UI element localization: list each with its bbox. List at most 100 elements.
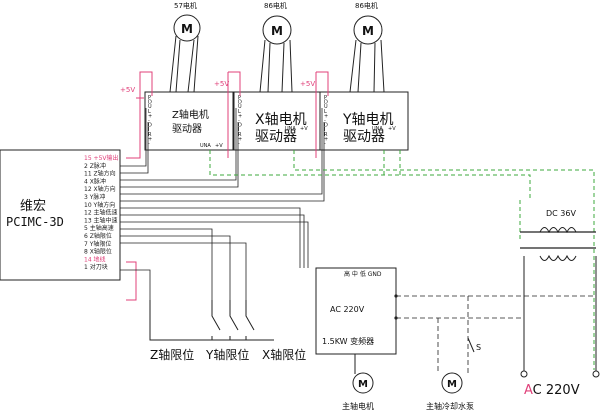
controller-pin-1: 15 +5V输出 [84,154,119,162]
plus5v-feeds [126,71,329,301]
controller-pin-11: 6 Z轴限位 [84,232,112,240]
driver-x-pins-letter-10: + [238,136,242,142]
driver-y-pins-letter-8: I [324,127,325,133]
driver-z-pins-letter-10: + [148,136,152,142]
pump-motor-label: 主轴冷却水泵 [426,401,474,411]
inverter-ac-label: AC 220V [330,305,365,314]
controller-title-line2: PCIMC-3D [6,215,64,229]
driver-x-pins-letter-11: - [238,141,240,147]
driver-z-bottom-pin-2: +V [215,143,223,149]
ground-wires [209,150,595,370]
signal-wires [120,108,325,300]
plus5v-label-y: +5V [300,80,315,88]
limit-y-label: Y轴限位 [205,347,249,362]
driver-x-title2: 驱动器 [255,129,297,145]
motor-z-label: 57电机 [174,1,197,10]
driver-x-pins-letter-8: I [238,127,239,133]
driver-y-pins-letter-1: P [324,95,327,101]
inverter-block: 高 中 低 GND AC 220V 1.5KW 变频器 [315,267,398,355]
motor-z: 57电机 M [169,1,201,93]
driver-x-pins-letter-9: R [238,132,242,138]
pump-switch-label: S [476,343,481,352]
controller-pin-6: 3 Y脉冲 [84,193,105,201]
limit-x-label: X轴限位 [262,347,306,362]
controller-pin-15: 1 对刀块 [84,263,108,271]
motor-z-symbol: M [181,22,193,36]
driver-z-pins-letter-2: D [148,100,152,106]
motor-x-symbol: M [271,24,283,38]
driver-x-bottom-pin-1: UNA [285,126,296,132]
controller-title-line1: 维宏 [20,199,46,214]
driver-z-title2: 驱动器 [172,123,202,135]
controller-pin-7: 10 Y轴方向 [84,201,115,209]
driver-y-pins-letter-2: D [324,100,328,106]
driver-y-pins-letter-5: + [324,113,328,119]
motor-y: 86电机 M [349,1,385,93]
motor-y-symbol: M [362,24,374,38]
driver-y-title2: 驱动器 [343,129,385,145]
driver-y-pins-letter-6: - [324,118,326,124]
driver-x-pins-letter-2: D [238,100,242,106]
inverter-top-label: 高 中 低 GND [344,270,382,278]
inverter-ac-wires [396,295,596,374]
driver-x-pins-letter-1: P [238,95,241,101]
driver-y-pins-letter-10: + [324,136,328,142]
limit-z-label: Z轴限位 [150,347,194,362]
controller-pin-14: 14 地线 [84,255,106,263]
controller-pin-12: 7 Y轴限位 [84,240,111,248]
driver-z-pins-letter-1: P [148,95,151,101]
motor-y-label: 86电机 [355,1,378,10]
controller-pin-4: 4 X脉冲 [84,177,106,185]
controller-pin-8: 12 主轴低速 [84,209,118,217]
power-supply: DC 36V AC 220V [520,209,600,398]
driver-x-pins-letter-3: U [238,104,242,110]
driver-y-pins-letter-4: L [324,109,327,115]
driver-z-pins-letter-7: D [148,123,152,129]
driver-x-pins-letter-5: + [238,113,242,119]
driver-x-bottom-pin-2: +V [300,126,308,132]
pump-motor-symbol: M [447,379,457,390]
driver-y-bottom-pin-1: UNA [372,126,383,132]
driver-z-pins-letter-11: - [148,141,150,147]
controller-pin-9: 13 主轴中速 [84,216,118,224]
pump-motor: M 主轴冷却水泵 [426,372,474,411]
driver-x-pins-letter-4: L [238,109,241,115]
driver-z-title1: Z轴电机 [172,108,209,121]
driver-z-pins-letter-6: - [148,118,150,124]
controller-pin-2: 2 Z脉冲 [84,162,106,170]
pump-switch [467,337,475,353]
driver-y-title1: Y轴电机 [342,112,394,128]
ac-main-label: AC 220V [524,383,580,398]
controller-pin-10: 5 主轴高速 [84,224,114,232]
inverter-name: 1.5KW 变频器 [322,336,374,346]
driver-z-pins-letter-8: I [148,127,149,133]
motor-x: 86电机 M [259,1,293,93]
spindle-motor-symbol: M [358,379,368,390]
driver-z-pins-letter-4: L [148,109,151,115]
controller-pin-13: 8 X轴限位 [84,248,112,256]
driver-y-pins-letter-9: R [324,132,328,138]
limit-switches [149,300,274,341]
driver-y-bottom-pin-2: +V [388,126,396,132]
driver-x-title1: X轴电机 [255,112,307,128]
spindle-motor-label: 主轴电机 [342,401,374,411]
driver-z-pins-letter-3: U [148,104,152,110]
driver-z-pins-letter-9: R [148,132,152,138]
dc-label: DC 36V [546,209,576,218]
plus5v-label-x: +5V [214,80,229,88]
controller-pin-3: 11 Z轴方向 [84,170,116,178]
plus5v-label-z: +5V [120,86,135,94]
driver-x-pins-letter-6: - [238,118,240,124]
driver-y-pins-letter-7: D [324,123,328,129]
controller-pin-5: 12 X轴方向 [84,185,116,193]
driver-y-pins-letter-11: - [324,141,326,147]
